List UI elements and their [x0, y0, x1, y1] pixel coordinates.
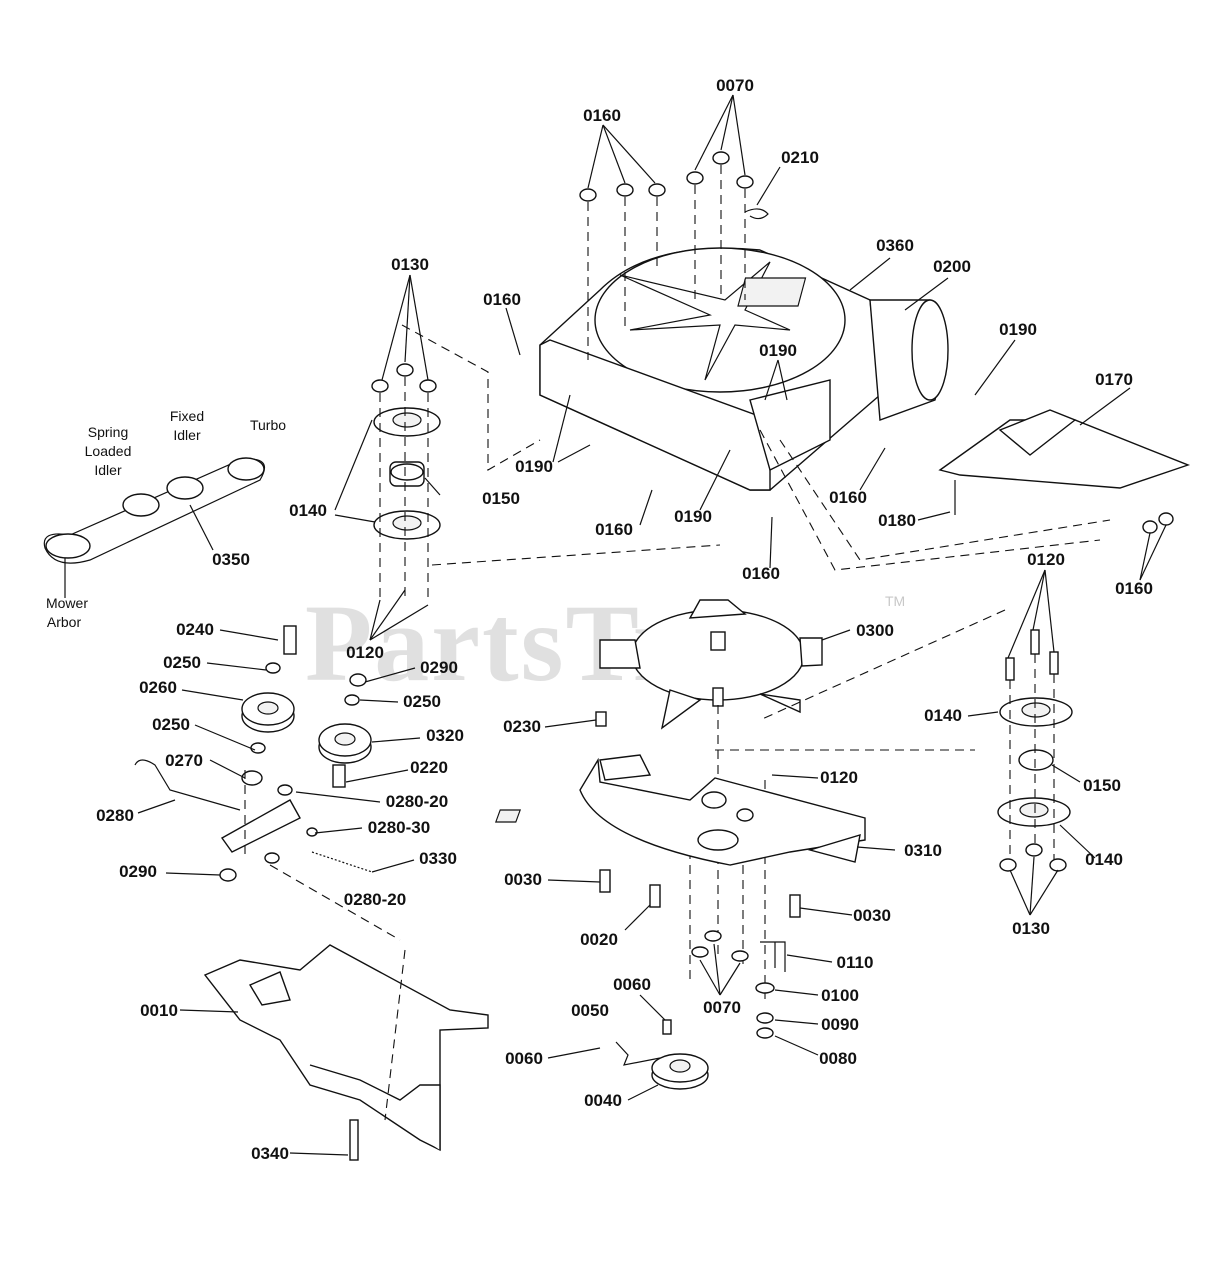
callout: 0040	[584, 1091, 622, 1110]
callout: 0220	[410, 758, 448, 777]
callout: 0340	[251, 1144, 289, 1163]
callout: 0190	[515, 457, 553, 476]
callout: 0210	[781, 148, 819, 167]
callout: 0350	[212, 550, 250, 569]
note-mower: Mower	[46, 595, 88, 611]
callout: 0020	[580, 930, 618, 949]
note-idler-2: Idler	[173, 427, 201, 443]
callout: 0280-20	[344, 890, 406, 909]
callout: 0190	[999, 320, 1037, 339]
callout: 0070	[703, 998, 741, 1017]
callout: 0360	[876, 236, 914, 255]
mounting-bracket	[203, 944, 489, 1161]
note-spring: Spring	[88, 424, 128, 440]
callout: 0260	[139, 678, 177, 697]
callout: 0230	[503, 717, 541, 736]
callout: 0190	[674, 507, 712, 526]
callout: 0120	[1027, 550, 1065, 569]
callout: 0280-30	[368, 818, 430, 837]
callout: 0130	[391, 255, 429, 274]
callout: 0120	[346, 643, 384, 662]
callout: 0030	[853, 906, 891, 925]
callout: 0090	[821, 1015, 859, 1034]
drive-pulley	[615, 1019, 709, 1090]
callout: 0160	[595, 520, 633, 539]
note-idler-1: Idler	[94, 462, 122, 478]
callout: 0250	[152, 715, 190, 734]
blade-impeller	[599, 599, 823, 730]
callout: 0160	[1115, 579, 1153, 598]
note-loaded: Loaded	[85, 443, 132, 459]
chute-deflector	[938, 409, 1191, 534]
callout: 0060	[505, 1049, 543, 1068]
callout: 0280-20	[386, 792, 448, 811]
deck-plate	[494, 754, 866, 866]
callout: 0150	[482, 489, 520, 508]
callout: 0130	[1012, 919, 1050, 938]
callout: 0120	[820, 768, 858, 787]
callout: 0160	[583, 106, 621, 125]
top-hardware	[579, 151, 769, 360]
callout: 0170	[1095, 370, 1133, 389]
callout: 0140	[924, 706, 962, 725]
callout: 0100	[821, 986, 859, 1005]
callout: 0110	[837, 953, 874, 972]
callout: 0180	[878, 511, 916, 530]
callout: 0290	[119, 862, 157, 881]
right-spindle-stack	[997, 629, 1073, 872]
callout: 0300	[856, 621, 894, 640]
callout: 0140	[1085, 850, 1123, 869]
note-turbo: Turbo	[250, 417, 286, 433]
callout: 0330	[419, 849, 457, 868]
callout: 0240	[176, 620, 214, 639]
callout: 0310	[904, 841, 942, 860]
callout: 0010	[140, 1001, 178, 1020]
callout: 0160	[483, 290, 521, 309]
lower-hardware	[595, 711, 801, 1039]
callout: 0280	[96, 806, 134, 825]
blower-housing	[539, 247, 949, 491]
belt-notes: Spring Loaded Idler Fixed Idler Turbo Mo…	[46, 408, 286, 630]
callout: 0160	[742, 564, 780, 583]
callout: 0160	[829, 488, 867, 507]
callout: 0080	[819, 1049, 857, 1068]
callout: 0050	[571, 1001, 609, 1020]
note-fixed: Fixed	[170, 408, 204, 424]
callout: 0030	[504, 870, 542, 889]
callout: 0290	[420, 658, 458, 677]
callout: 0270	[165, 751, 203, 770]
idler-assembly	[134, 625, 401, 941]
callouts: 0070 0160 0210 0360 0200 0130 0160 0190 …	[96, 76, 1153, 1163]
callout: 0140	[289, 501, 327, 520]
leader-lines	[64, 94, 1167, 1156]
callout: 0150	[1083, 776, 1121, 795]
callout: 0250	[163, 653, 201, 672]
callout: 0070	[716, 76, 754, 95]
belt-routing	[43, 457, 265, 564]
callout: 0200	[933, 257, 971, 276]
watermark-trademark: TM	[885, 593, 905, 609]
callout: 0190	[759, 341, 797, 360]
callout: 0250	[403, 692, 441, 711]
callout: 0060	[613, 975, 651, 994]
left-spindle-stack	[371, 363, 441, 600]
callout: 0320	[426, 726, 464, 745]
note-arbor: Arbor	[47, 614, 82, 630]
